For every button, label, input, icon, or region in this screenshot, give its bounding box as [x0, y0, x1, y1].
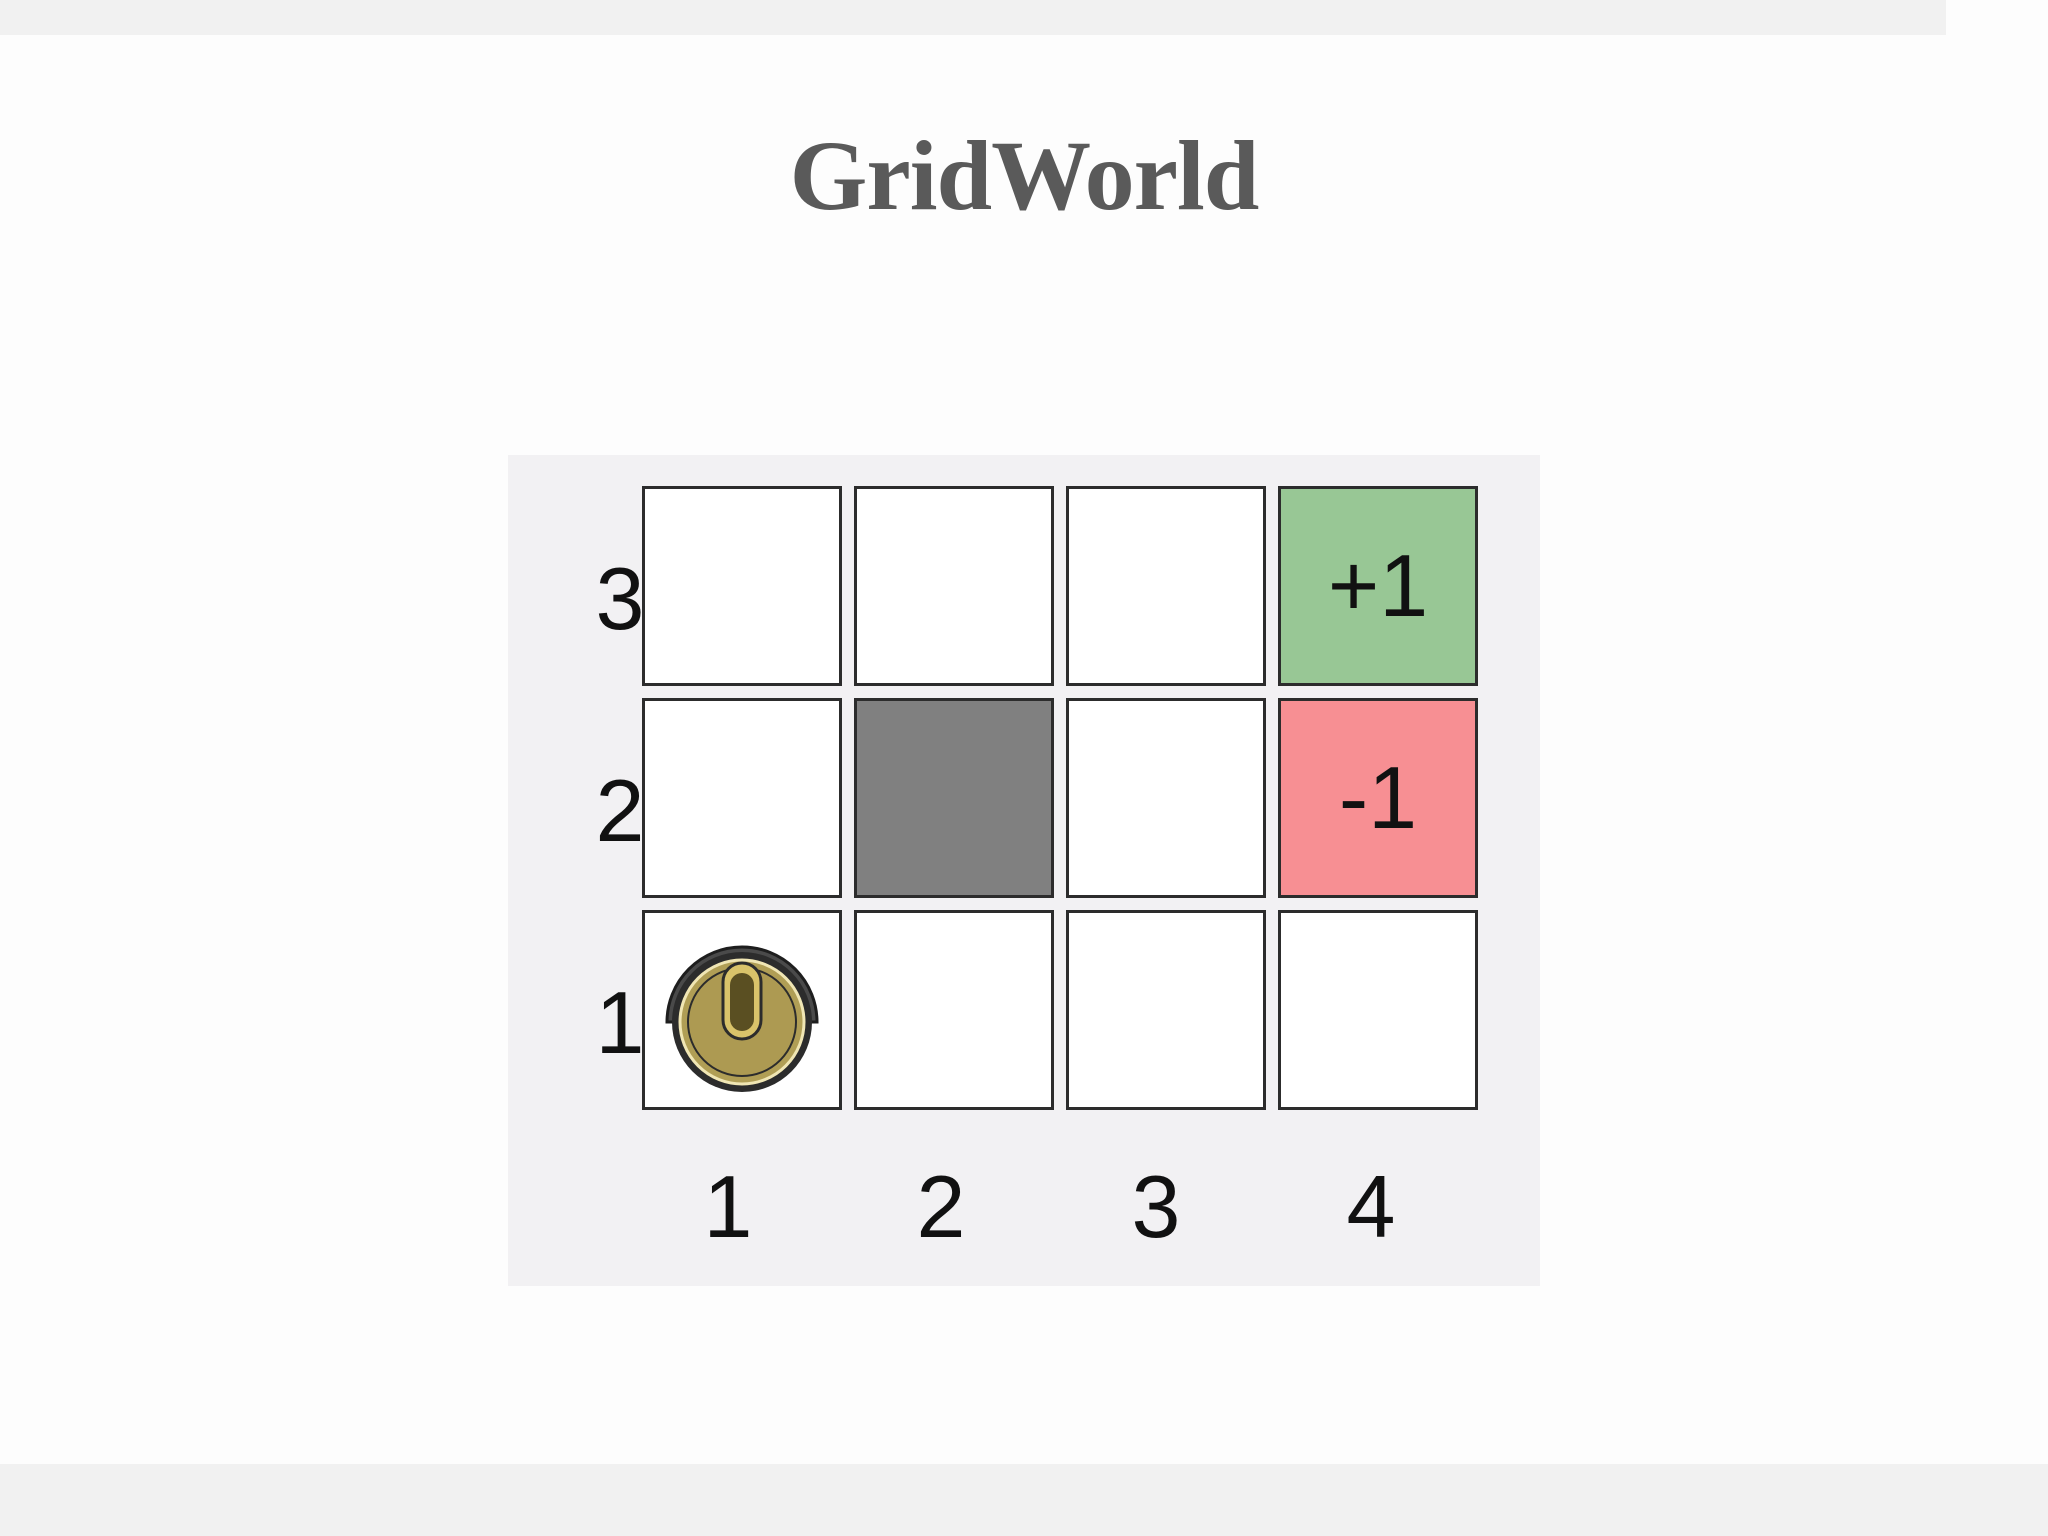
top-strip [0, 0, 1946, 35]
bottom-strip [0, 1464, 2048, 1536]
grid-cell-2-3[interactable] [854, 486, 1054, 686]
page-title: GridWorld [789, 120, 1260, 231]
gridworld-figure: 3 2 1 +1 -1 [508, 455, 1540, 1286]
negative-reward-label: -1 [1338, 748, 1418, 847]
x-axis-label-3: 3 [1131, 1157, 1181, 1256]
wall-cell [854, 698, 1054, 898]
x-axis-label-4: 4 [1346, 1157, 1396, 1256]
grid-cell-1-1[interactable] [642, 910, 842, 1110]
positive-reward-label: +1 [1327, 536, 1429, 635]
grid-cell-3-3[interactable] [1066, 486, 1266, 686]
y-axis-label-1: 1 [595, 973, 645, 1072]
grid-cell-1-2[interactable] [642, 698, 842, 898]
x-axis-label-1: 1 [703, 1157, 753, 1256]
grid-cell-2-1[interactable] [854, 910, 1054, 1110]
grid-cell-3-1[interactable] [1066, 910, 1266, 1110]
grid-cell-4-1[interactable] [1278, 910, 1478, 1110]
grid-cell-3-2[interactable] [1066, 698, 1266, 898]
robot-icon[interactable] [652, 920, 832, 1100]
x-axis-label-2: 2 [916, 1157, 966, 1256]
y-axis-label-3: 3 [595, 549, 645, 648]
y-axis-label-2: 2 [595, 761, 645, 860]
negative-reward-cell[interactable]: -1 [1278, 698, 1478, 898]
positive-reward-cell[interactable]: +1 [1278, 486, 1478, 686]
grid-cell-1-3[interactable] [642, 486, 842, 686]
